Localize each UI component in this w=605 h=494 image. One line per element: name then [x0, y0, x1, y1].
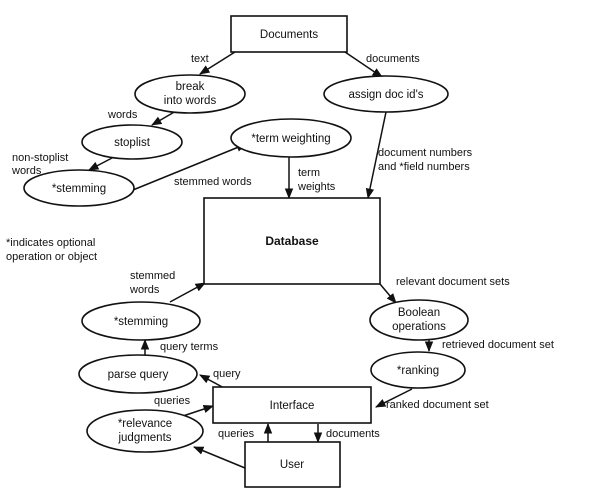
node-database-label: Database: [265, 234, 319, 248]
edge-user-to-relevance: [193, 446, 246, 469]
label-stemmed-words-bottom-line2: words: [129, 284, 160, 296]
node-ranking: *ranking: [370, 351, 466, 389]
node-parse-label: parse query: [108, 369, 169, 381]
node-user-label: User: [280, 459, 304, 471]
node-interface: Interface: [212, 386, 372, 424]
node-break-into-words: break into words: [134, 74, 246, 114]
label-relevant-document-sets: relevant document sets: [396, 276, 510, 288]
label-query-terms: query terms: [160, 341, 219, 353]
node-stemming-bottom: *stemming: [81, 301, 201, 341]
label-documents: documents: [366, 53, 420, 65]
node-relevance-label-line1: *relevance: [118, 418, 172, 430]
edge-documents-to-break: [199, 51, 236, 75]
label-queries-user: queries: [218, 428, 255, 440]
node-database: Database: [203, 197, 381, 285]
edge-stemming-to-termweighting: [127, 143, 247, 193]
node-parse-query: parse query: [78, 354, 198, 394]
node-documents-label: Documents: [260, 29, 318, 41]
node-boolean-operations: Boolean operations: [369, 299, 469, 341]
node-break-label-line2: into words: [164, 95, 217, 107]
node-stemming-bottom-label: *stemming: [114, 316, 168, 328]
label-non-stoplist-line2: words: [11, 165, 42, 177]
label-term-weights-line2: weights: [297, 181, 336, 193]
label-stemmed-words-top: stemmed words: [174, 176, 252, 188]
node-interface-label: Interface: [270, 400, 315, 412]
label-documents-user: documents: [326, 428, 380, 440]
node-relevance-judgments: *relevance judgments: [86, 409, 204, 453]
label-text: text: [191, 53, 209, 65]
edge-database-to-boolean: [379, 283, 397, 304]
edge-break-to-stoplist: [151, 110, 177, 126]
label-words: words: [107, 109, 138, 121]
node-boolean-label-line1: Boolean: [398, 307, 440, 319]
label-queries-left: queries: [154, 395, 191, 407]
edge-stoplist-to-stemming: [88, 157, 113, 171]
edge-stemming-bottom-to-database: [169, 282, 206, 303]
node-stemming-top-label: *stemming: [52, 183, 106, 195]
label-stemmed-words-bottom-line1: stemmed: [130, 270, 175, 282]
note-line2: operation or object: [6, 251, 97, 263]
node-stoplist: stoplist: [81, 124, 183, 160]
node-break-label-line1: break: [176, 81, 205, 93]
label-document-numbers-line1: document numbers: [378, 147, 473, 159]
node-assign-label: assign doc id's: [348, 89, 423, 101]
edge-ranking-to-interface: [375, 388, 413, 408]
node-ranking-label: *ranking: [397, 365, 439, 377]
node-term-weighting: *term weighting: [230, 118, 352, 158]
node-stoplist-label: stoplist: [114, 137, 151, 149]
node-documents: Documents: [230, 15, 348, 53]
node-termweighting-label: *term weighting: [251, 133, 330, 145]
node-boolean-label-line2: operations: [392, 321, 446, 333]
node-user: User: [244, 441, 341, 488]
edge-assign-to-database: [365, 111, 387, 200]
label-term-weights-line1: term: [298, 167, 320, 179]
label-ranked-document-set: ranked document set: [386, 399, 489, 411]
label-non-stoplist-line1: non-stoplist: [12, 152, 68, 164]
node-stemming-top: *stemming: [23, 169, 135, 207]
label-document-numbers-line2: and *field numbers: [378, 161, 470, 173]
node-relevance-label-line2: judgments: [117, 432, 171, 444]
note-line1: *indicates optional: [6, 237, 95, 249]
node-assign-doc-ids: assign doc id's: [323, 75, 449, 113]
label-query: query: [213, 368, 241, 380]
edge-documents-to-assign: [344, 51, 383, 78]
label-retrieved-document-set: retrieved document set: [442, 339, 554, 351]
